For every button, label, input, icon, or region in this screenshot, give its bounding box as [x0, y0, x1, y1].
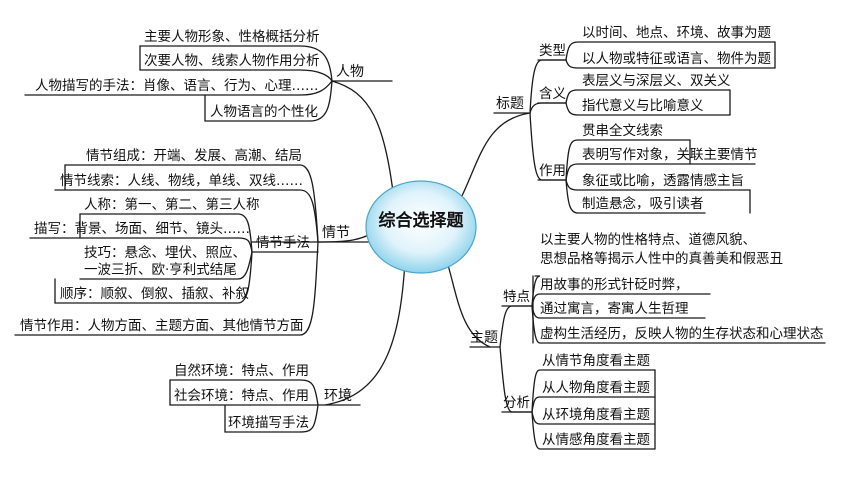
renwu-hub-label[interactable]: 人物 — [336, 64, 364, 80]
qingjie-leaf-line-3 — [14, 241, 319, 336]
zuoyong-label[interactable]: 作用 — [539, 163, 566, 179]
renwu-item-3: 人物描写的手法：肖像、语言、行为、心理…… — [35, 78, 319, 94]
fenxi-item-2: 从人物角度看主题 — [542, 380, 650, 396]
huanjing-leaf-line-1 — [169, 379, 319, 406]
zuoyong-item-1: 贯串全文线索 — [582, 123, 663, 139]
qingjie-leaf-line-2 — [54, 189, 319, 243]
renwu-leaf-line-3 — [24, 80, 333, 96]
leixing-item-1: 以时间、地点、环境、故事为题 — [582, 25, 771, 41]
renwu-leaf-line-2 — [139, 69, 333, 82]
renwu-item-4: 人物语言的个性化 — [210, 104, 318, 120]
fenxi-item-3: 从环境角度看主题 — [542, 407, 650, 423]
hanyi-item-2: 指代意义与比喻意义 — [582, 98, 704, 114]
biaoti-branch-line — [459, 112, 531, 201]
tedian-item-4: 通过寓言，寄寓人生哲理 — [540, 301, 689, 317]
center-bubble[interactable] — [365, 180, 477, 274]
biaoti-hub-label[interactable]: 标题 — [496, 96, 524, 112]
zuoyong-item-4: 制造悬念，吸引读者 — [582, 196, 704, 212]
shoufa-item-2: 描写：背景、场面、细节、镜头…… — [34, 221, 250, 237]
fenxi-item-1: 从情节角度看主题 — [542, 353, 650, 369]
leixing-item-2: 以人物或特征或语言、物件为题 — [582, 51, 771, 67]
renwu-item-1: 主要人物形象、性格概括分析 — [144, 29, 320, 45]
shoufa-item-3: 技巧：悬念、埋伏、照应、 — [84, 245, 246, 261]
huanjing-item-1: 自然环境：特点、作用 — [174, 363, 309, 379]
shoufa-item-4: 一波三折、欧·亨利式结尾 — [84, 262, 237, 278]
qingjie-hub-label[interactable]: 情节 — [322, 225, 350, 241]
tedian-label[interactable]: 特点 — [503, 289, 530, 305]
tedian-item-1: 以主要人物的性格特点、道德风貌、 — [540, 232, 756, 248]
fenxi-label[interactable]: 分析 — [503, 395, 530, 411]
renwu-leaf-line-4 — [204, 80, 333, 122]
huanjing-item-3: 环境描写手法 — [228, 415, 309, 431]
qingjie-item-2: 情节线索：人线、物线，单线、双线…… — [60, 173, 303, 189]
fenxi-item-4: 从情感角度看主题 — [542, 432, 650, 448]
zhuti-hub-label[interactable]: 主题 — [470, 330, 498, 346]
qingjie-item-3: 情节作用：人物方面、主题方面、其他情节方面 — [20, 318, 304, 334]
huanjing-hub-label[interactable]: 环境 — [324, 388, 352, 404]
hanyi-item-1: 表层义与深层义、双关义 — [582, 73, 731, 89]
renwu-leaf-line-1 — [139, 45, 333, 82]
shoufa-hub-label[interactable]: 情节手法 — [256, 235, 310, 251]
hanyi-label[interactable]: 含义 — [539, 86, 566, 102]
shoufa-item-5: 顺序：顺叙、倒叙、插叙、补叙 — [60, 286, 249, 302]
huanjing-item-2: 社会环境：特点、作用 — [174, 388, 309, 404]
huanjing-leaf-line-3 — [224, 404, 319, 433]
tedian-item-5: 虚构生活经历，反映人物的生存状态和心理状态 — [540, 326, 824, 342]
shoufa-item-1: 人称：第一、第二、第三人称 — [84, 197, 260, 213]
zuoyong-item-3: 象征或比喻，透露情感主旨 — [582, 173, 744, 189]
zuoyong-item-2: 表明写作对象，关联主要情节 — [582, 147, 758, 163]
qingjie-item-1: 情节组成：开端、发展、高潮、结局 — [86, 148, 302, 164]
tedian-item-3: 用故事的形式针砭时弊， — [540, 277, 689, 293]
center-title: 综合选择题 — [378, 211, 464, 231]
leixing-label[interactable]: 类型 — [539, 43, 566, 59]
renwu-item-2: 次要人物、线索人物作用分析 — [144, 53, 320, 69]
zhuti-branch-line — [447, 264, 491, 348]
renwu-branch-line — [331, 80, 396, 209]
huanjing-branch-line — [324, 261, 406, 406]
tedian-item-2: 思想品格等揭示人性中的真善美和假恶丑 — [540, 251, 783, 267]
